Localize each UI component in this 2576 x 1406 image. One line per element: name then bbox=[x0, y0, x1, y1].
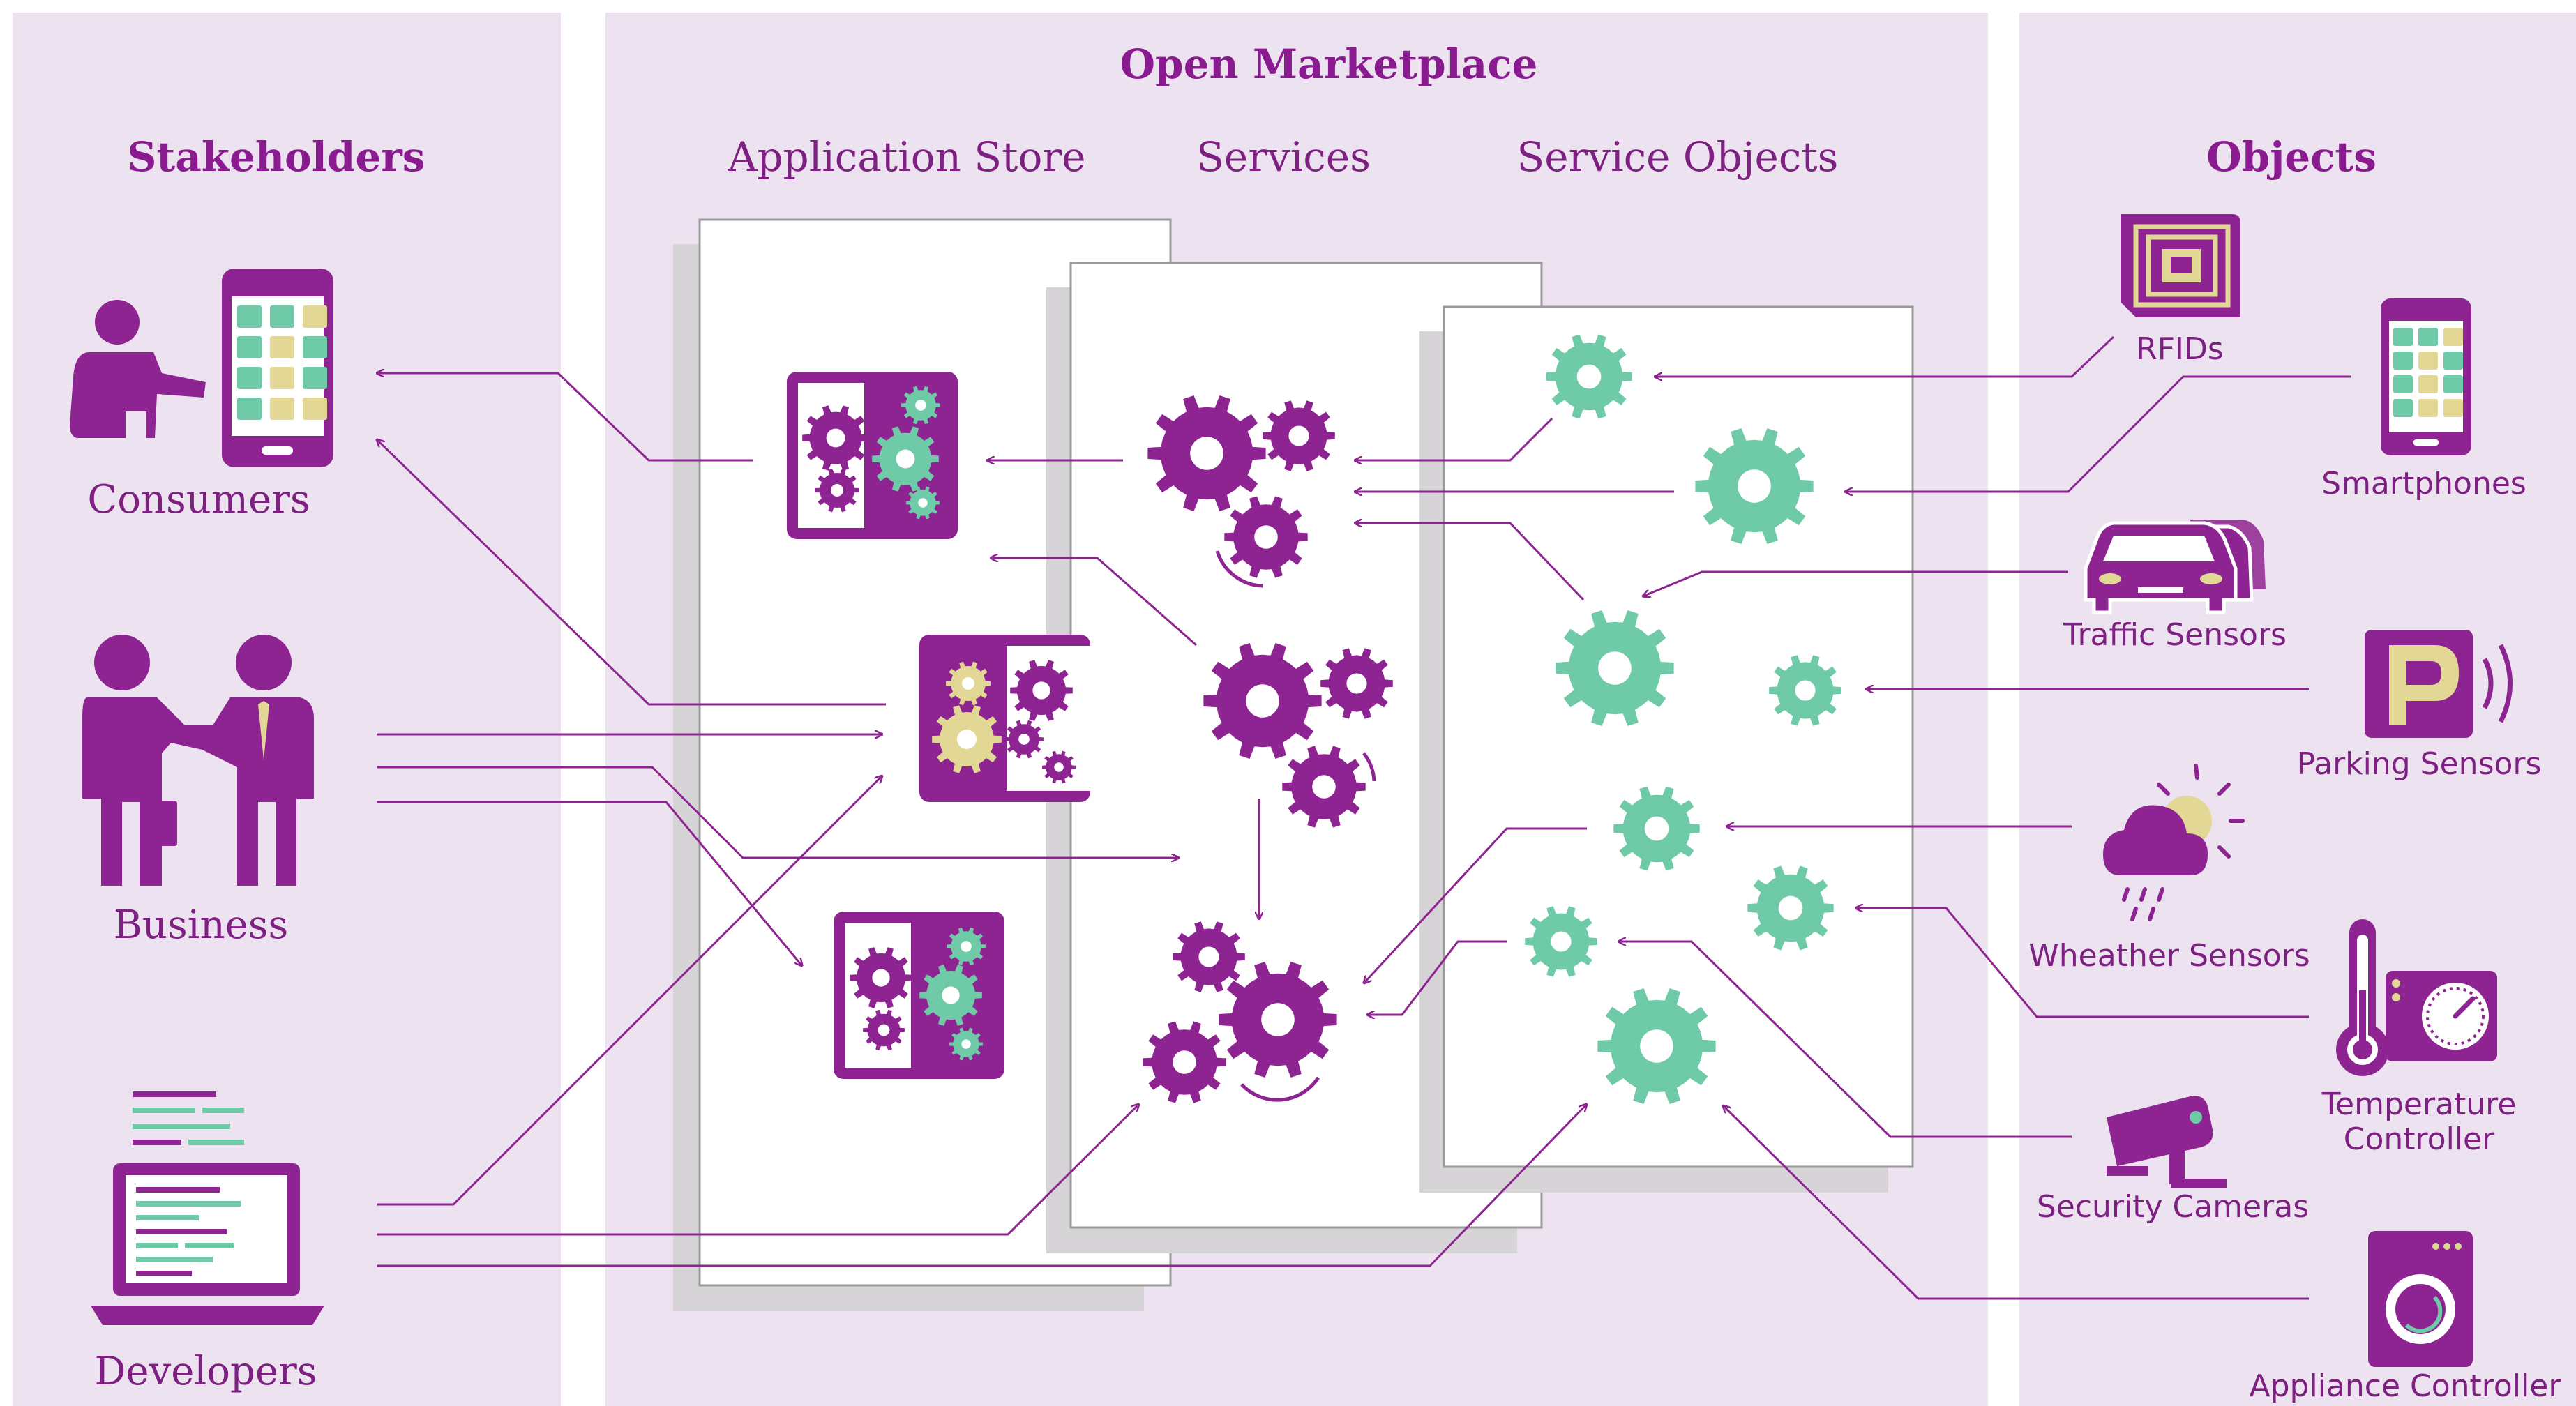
consumer-person-icon bbox=[70, 300, 206, 438]
gear-icon bbox=[1147, 395, 1266, 511]
gear-icon bbox=[850, 947, 912, 1008]
service-object-gear bbox=[1556, 610, 1674, 726]
column-application-store: Application Store bbox=[728, 133, 1086, 181]
app-icon-2 bbox=[919, 635, 1090, 802]
gear-icon bbox=[906, 486, 940, 520]
gear-icon bbox=[1004, 720, 1044, 759]
rfid-icon bbox=[2121, 214, 2240, 317]
column-services: Services bbox=[1196, 133, 1371, 181]
objects-heading: Objects bbox=[2206, 133, 2377, 181]
security-cameras-label: Security Cameras bbox=[2037, 1189, 2309, 1225]
gear-icon bbox=[1042, 750, 1076, 784]
service-object-gear bbox=[1747, 865, 1834, 951]
service-gears-3 bbox=[1143, 921, 1337, 1103]
gear-icon bbox=[1203, 643, 1322, 759]
developer-laptop-icon bbox=[91, 1091, 324, 1325]
app-icon-3 bbox=[834, 912, 1004, 1079]
traffic-sensors-label: Traffic Sensors bbox=[2063, 617, 2287, 653]
gear-icon bbox=[1010, 660, 1073, 721]
developers-label: Developers bbox=[95, 1349, 317, 1394]
temperature-label: Temperature bbox=[2321, 1087, 2517, 1122]
weather-icon bbox=[2103, 764, 2245, 921]
service-object-gear bbox=[1695, 428, 1814, 544]
gear-icon bbox=[863, 1009, 905, 1051]
controller-label: Controller bbox=[2344, 1121, 2495, 1157]
app-icon-1 bbox=[787, 372, 958, 539]
consumers-label: Consumers bbox=[87, 477, 310, 522]
gear-icon bbox=[1224, 496, 1308, 578]
column-service-objects: Service Objects bbox=[1517, 133, 1839, 181]
gear-icon bbox=[901, 386, 940, 425]
gear-icon bbox=[1282, 746, 1366, 828]
thermometer-icon bbox=[2336, 919, 2389, 1076]
service-object-gear bbox=[1597, 988, 1716, 1104]
gear-icon bbox=[946, 661, 991, 706]
gear-icon bbox=[1320, 648, 1393, 719]
washing-machine-icon bbox=[2368, 1231, 2473, 1367]
parking-sensors-label: Parking Sensors bbox=[2297, 746, 2542, 782]
gear-icon bbox=[1173, 921, 1245, 992]
gear-icon bbox=[932, 705, 1002, 773]
stakeholders-heading: Stakeholders bbox=[128, 133, 425, 181]
service-object-gear bbox=[1546, 334, 1632, 419]
service-gears-1 bbox=[1147, 395, 1335, 588]
parking-icon bbox=[2365, 630, 2513, 738]
gear-icon bbox=[1143, 1021, 1226, 1103]
business-handshake-icon bbox=[82, 635, 314, 886]
smartphone-icon bbox=[222, 269, 333, 467]
gear-icon bbox=[872, 426, 939, 492]
gear-icon bbox=[919, 965, 982, 1026]
page-title: Open Marketplace bbox=[1120, 40, 1538, 88]
smartphones-label: Smartphones bbox=[2321, 466, 2526, 501]
traffic-car-icon bbox=[2084, 520, 2266, 614]
connectors bbox=[377, 335, 2351, 1300]
gear-icon bbox=[802, 405, 869, 471]
gear-icon bbox=[947, 927, 986, 966]
weather-sensors-label: Wheather Sensors bbox=[2028, 938, 2310, 974]
smartphone-object-icon bbox=[2381, 298, 2471, 455]
gear-icon bbox=[1219, 962, 1337, 1078]
service-object-gear bbox=[1613, 786, 1700, 871]
temperature-dial-icon bbox=[2386, 971, 2497, 1061]
security-camera-icon bbox=[2107, 1096, 2227, 1188]
gear-icon bbox=[949, 1027, 983, 1061]
gear-icon bbox=[1263, 400, 1335, 471]
service-gears-2 bbox=[1203, 643, 1393, 828]
gear-icon bbox=[815, 468, 859, 513]
rfids-label: RFIDs bbox=[2136, 331, 2224, 367]
service-object-gear bbox=[1525, 906, 1597, 977]
appliance-controller-label: Appliance Controller bbox=[2250, 1368, 2562, 1404]
service-object-gear bbox=[1769, 655, 1841, 726]
business-label: Business bbox=[114, 902, 289, 948]
